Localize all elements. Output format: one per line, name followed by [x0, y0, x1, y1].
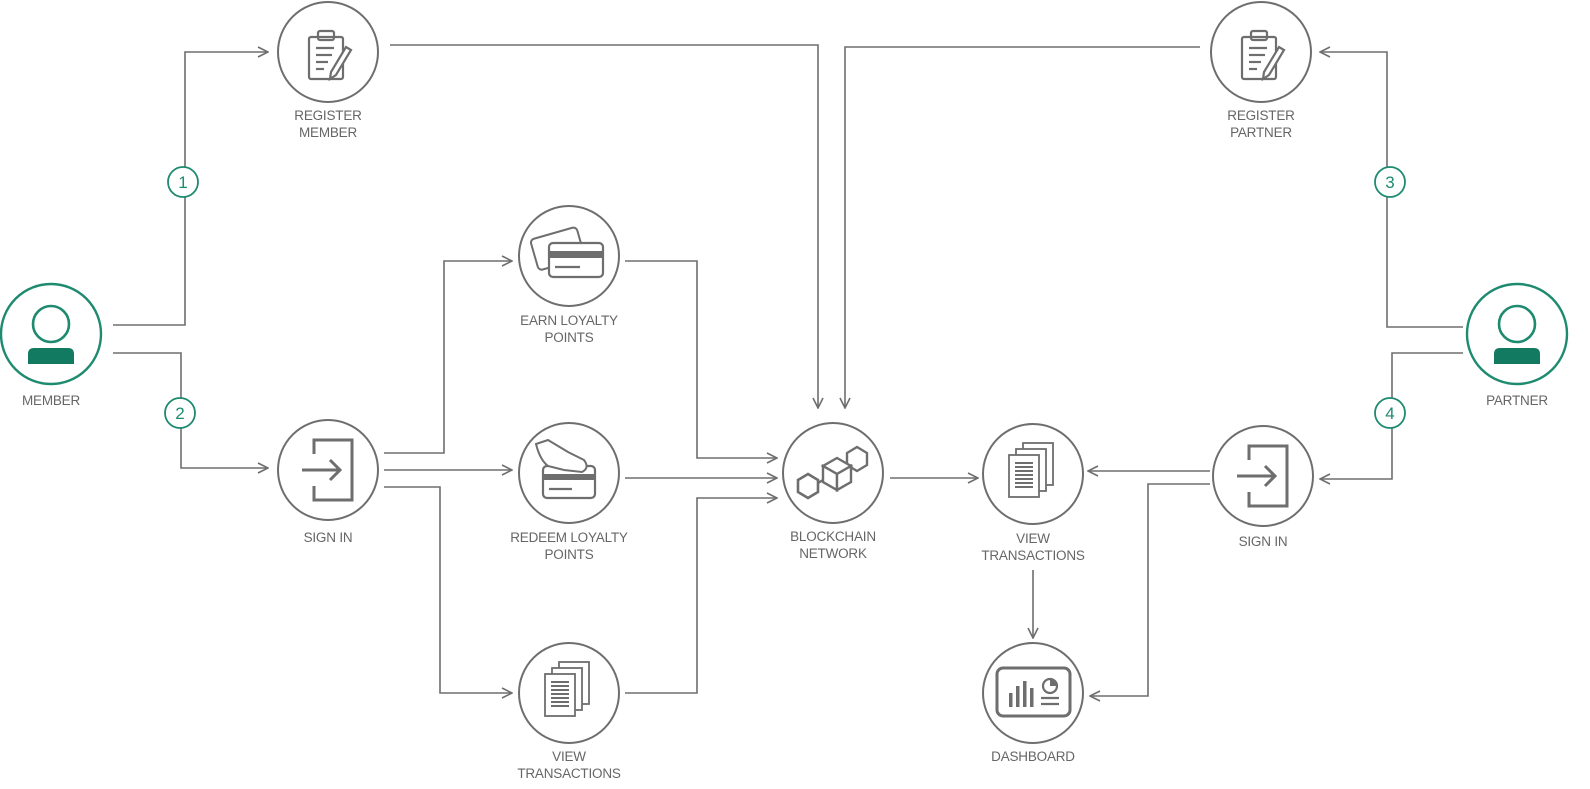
- member-label: MEMBER: [21, 393, 81, 408]
- dashboard-chart-icon: [995, 666, 1072, 718]
- svg-text:1: 1: [178, 173, 187, 192]
- step-badge-2: 2: [164, 397, 196, 429]
- partner-view-tx-node: [982, 423, 1084, 525]
- step-badge-3: 3: [1374, 166, 1406, 198]
- partner-sign-in-label: SIGN IN: [1238, 534, 1288, 549]
- dashboard-node: [982, 642, 1084, 744]
- blockchain-node: [782, 422, 884, 524]
- svg-text:2: 2: [175, 404, 184, 423]
- card-in-hand-icon: [534, 438, 597, 500]
- redeem-points-node: [518, 422, 620, 524]
- partner-label: PARTNER: [1486, 393, 1548, 408]
- member-sign-in-label: SIGN IN: [303, 530, 353, 545]
- blockchain-cubes-icon: [796, 445, 869, 500]
- svg-text:3: 3: [1385, 173, 1394, 192]
- svg-text:4: 4: [1385, 404, 1394, 423]
- member-sign-in-node: [277, 419, 379, 521]
- register-partner-to-blockchain-arrow: [845, 46, 1200, 408]
- credit-cards-icon: [529, 226, 605, 279]
- documents-icon: [1008, 442, 1054, 498]
- partner-actor: [1465, 282, 1569, 386]
- documents-icon: [544, 661, 590, 717]
- member-actor: [0, 282, 103, 386]
- register-member-node: [277, 1, 379, 103]
- partner-signin-to-dashboard-arrow: [1090, 483, 1210, 696]
- earn-to-blockchain-arrow: [625, 260, 777, 458]
- view-tx-to-blockchain-arrow: [625, 498, 777, 694]
- signin-to-earn-arrow: [384, 261, 512, 454]
- step-badge-1: 1: [167, 166, 199, 198]
- dashboard-label: DASHBOARD: [991, 749, 1075, 764]
- earn-points-node: [518, 205, 620, 307]
- register-partner-node: [1210, 1, 1312, 103]
- partner-sign-in-node: [1212, 425, 1314, 527]
- register-member-to-blockchain-arrow: [390, 44, 818, 408]
- signin-to-view-tx-arrow: [384, 486, 512, 693]
- member-view-tx-node: [518, 642, 620, 744]
- step-badge-4: 4: [1374, 397, 1406, 429]
- connectors: [113, 44, 1463, 696]
